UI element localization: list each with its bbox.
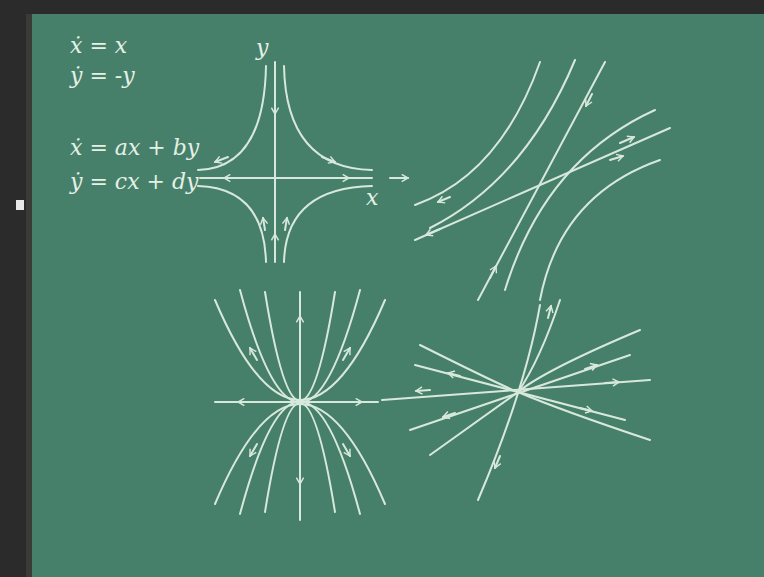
- equation-label: ẏ = cx + dy: [70, 170, 199, 194]
- equation-label: ẏ = -y: [70, 64, 135, 88]
- axis-label: y: [256, 36, 268, 60]
- axis-label: x: [366, 186, 378, 210]
- equation-label: ẋ = x: [70, 34, 127, 58]
- equation-label: ẋ = ax + by: [70, 136, 199, 160]
